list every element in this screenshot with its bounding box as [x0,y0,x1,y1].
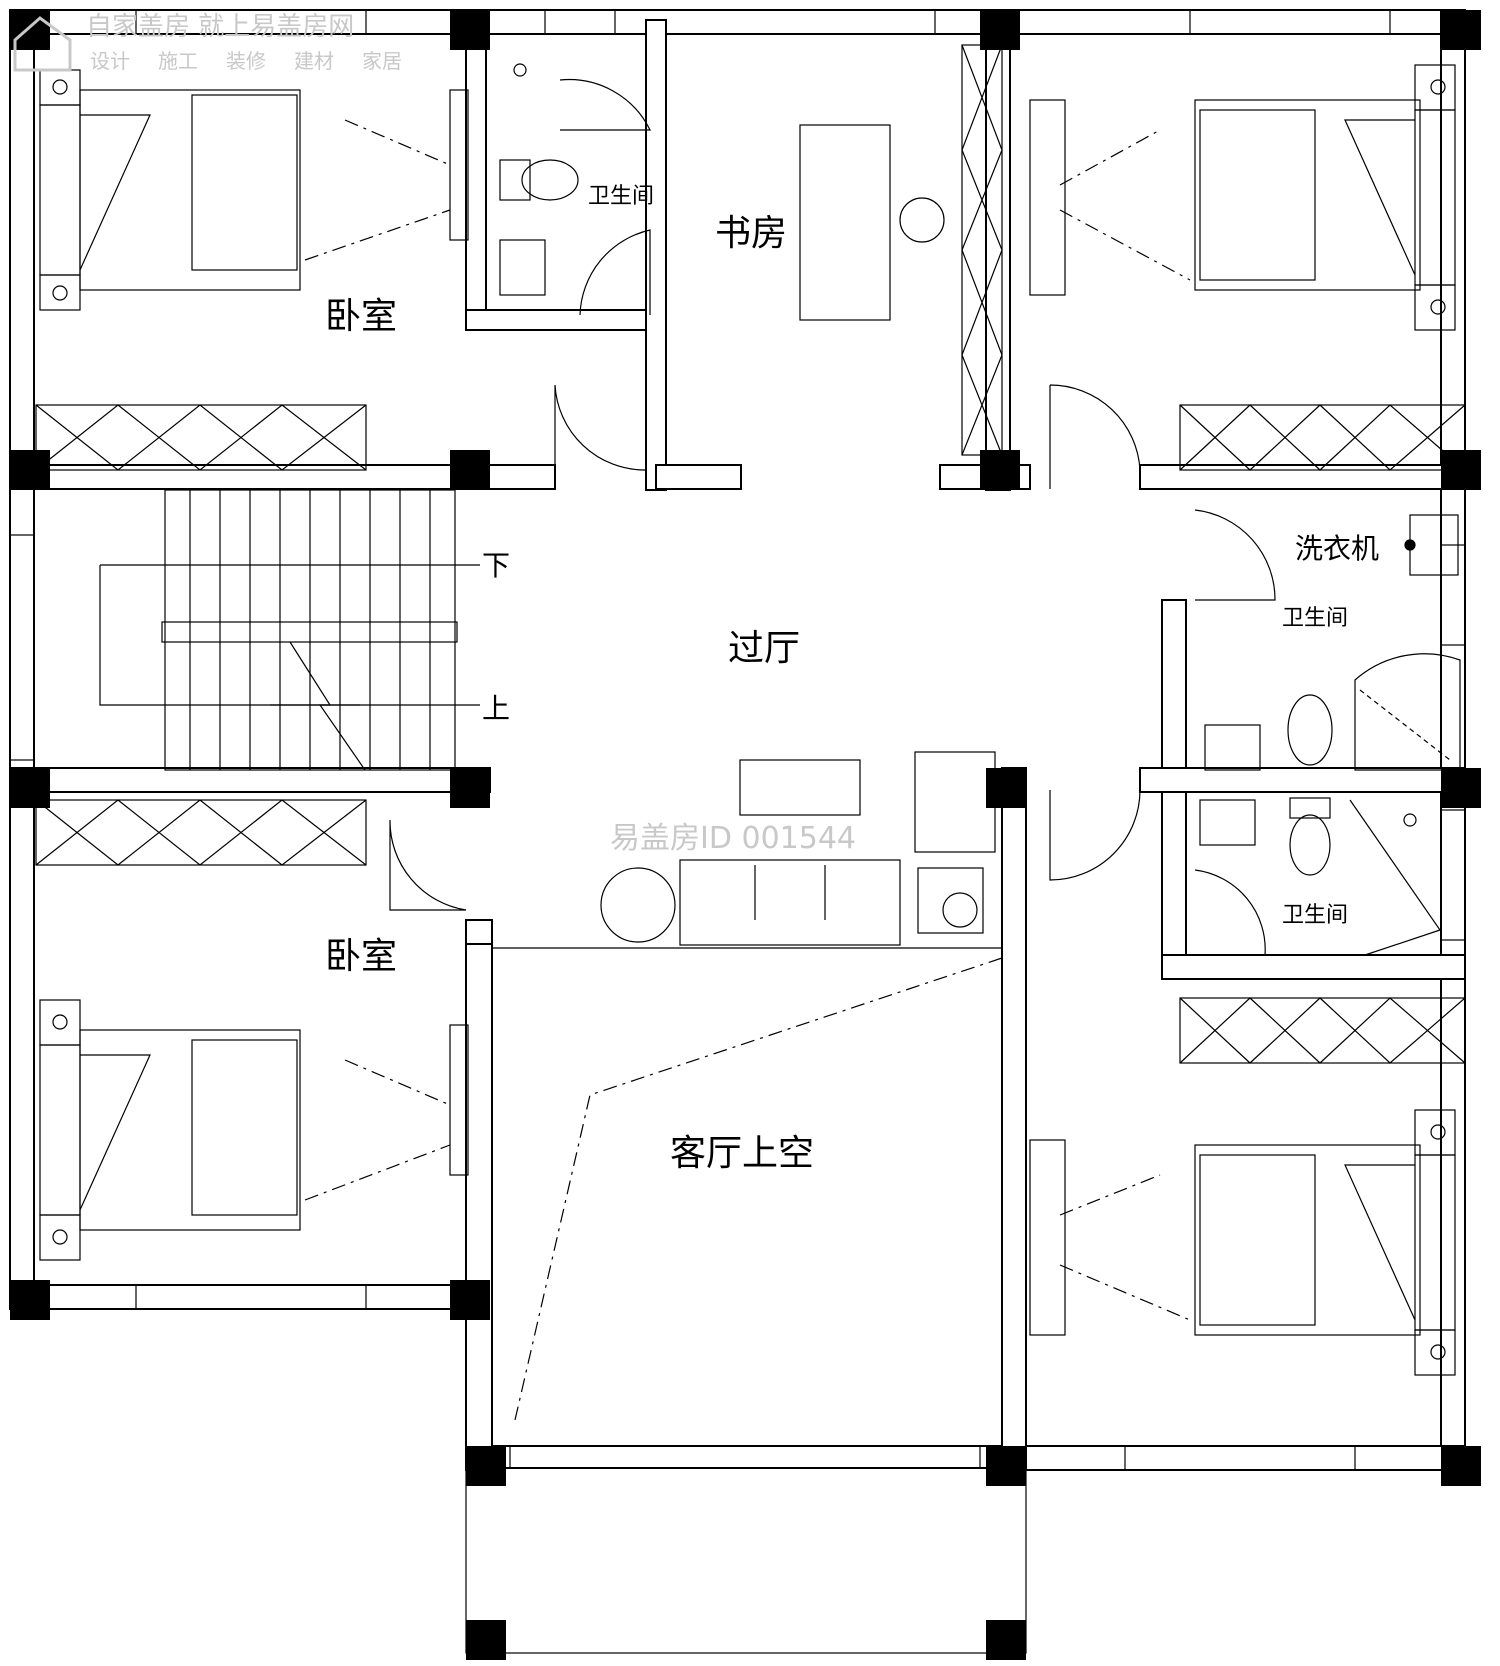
label-study: 书房 [715,213,787,254]
label-stairs-down: 下 [482,549,510,582]
watermark-service-4: 建材 [294,49,334,73]
label-living-void: 客厅上空 [670,1133,814,1174]
windows [9,9,1466,1471]
watermark-brand: 自家盖房 就上易盖房网 [86,12,354,42]
bathroom-right-fixtures [1199,514,1461,876]
watermark-service-3: 装修 [226,49,266,73]
watermark-service-1: 设计 [90,49,130,73]
label-washer: 洗衣机 [1295,532,1379,565]
doors [389,78,1441,956]
label-bedroom-top-left: 卧室 [325,296,397,337]
label-hall: 过厅 [728,628,800,669]
bedroom-tl-furniture [35,69,469,471]
label-bathroom-right-1: 卫生间 [1282,606,1348,631]
bathroom-top-fixtures [499,63,579,296]
bedroom-tr-furniture [1029,64,1466,471]
watermark-service-2: 施工 [158,49,198,73]
hall-furniture [600,751,996,946]
bedroom-br-furniture [1029,997,1466,1376]
label-bedroom-bottom-left: 卧室 [325,936,397,977]
living-void [492,947,1003,1421]
watermark-service-5: 家居 [362,49,402,73]
watermark-logo [13,16,72,72]
label-bathroom-right-2: 卫生间 [1282,903,1348,928]
bedroom-bl-furniture [35,799,469,1261]
columns [10,10,1481,1660]
label-stairs-up: 上 [482,692,510,725]
watermark-center-id: 易盖房ID 001544 [610,821,856,856]
staircase [99,489,480,771]
study-furniture [799,44,1003,456]
label-bathroom-top: 卫生间 [588,184,654,209]
